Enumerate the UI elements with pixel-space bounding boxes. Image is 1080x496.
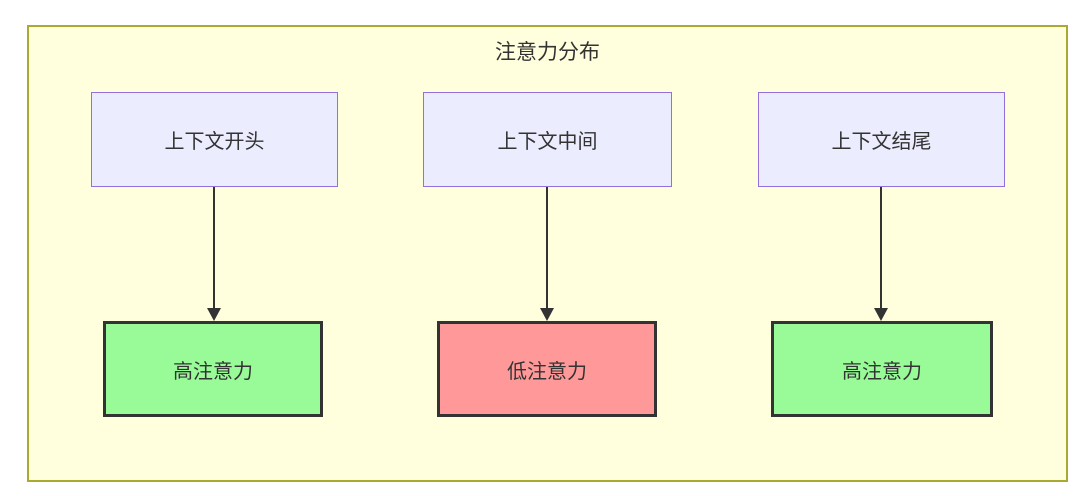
node-high-attention-start: 高注意力 xyxy=(103,321,323,417)
node-context-start-label: 上下文开头 xyxy=(164,131,265,153)
node-context-middle-label: 上下文中间 xyxy=(497,131,598,153)
node-high-attention-end: 高注意力 xyxy=(771,321,993,417)
arrowhead-down-icon xyxy=(874,308,888,321)
edge-middle-to-low-arrow xyxy=(540,187,554,321)
node-high-attention-start-label: 高注意力 xyxy=(173,360,253,383)
diagram-title: 注意力分布 xyxy=(495,41,600,64)
edge-end-to-high-arrow xyxy=(874,187,888,321)
node-low-attention-middle: 低注意力 xyxy=(437,321,657,417)
edge-shaft xyxy=(213,187,215,308)
edge-shaft xyxy=(880,187,882,308)
edge-start-to-high-arrow xyxy=(207,187,221,321)
edge-shaft xyxy=(546,187,548,308)
node-context-middle: 上下文中间 xyxy=(423,92,672,187)
node-context-start: 上下文开头 xyxy=(91,92,338,187)
arrowhead-down-icon xyxy=(207,308,221,321)
node-context-end: 上下文结尾 xyxy=(758,92,1005,187)
node-high-attention-end-label: 高注意力 xyxy=(842,360,922,383)
node-low-attention-middle-label: 低注意力 xyxy=(507,360,587,383)
node-context-end-label: 上下文结尾 xyxy=(831,131,932,153)
arrowhead-down-icon xyxy=(540,308,554,321)
